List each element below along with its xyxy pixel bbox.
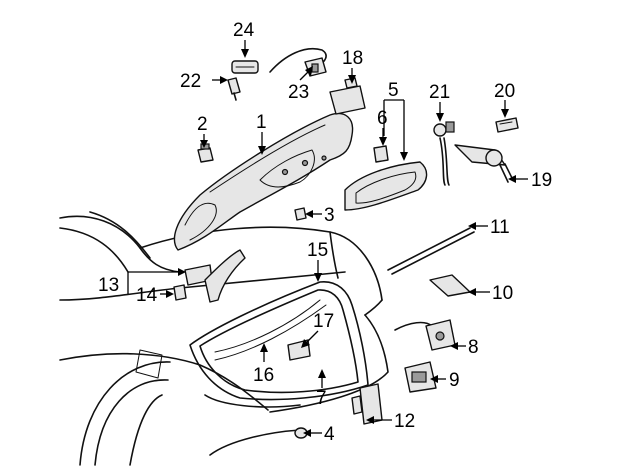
part-release-rod <box>387 227 475 275</box>
callout-10: 10 <box>492 283 513 304</box>
callout-24: 24 <box>233 20 255 41</box>
callout-7: 7 <box>316 388 327 409</box>
callout-labels: 1 2 3 4 5 6 7 8 9 10 11 12 13 14 15 16 1… <box>98 20 552 445</box>
callout-23: 23 <box>288 82 309 103</box>
callout-3: 3 <box>324 205 335 226</box>
callout-20: 20 <box>494 81 515 102</box>
callout-14: 14 <box>136 285 158 306</box>
part-actuator <box>329 77 366 115</box>
callout-22: 22 <box>180 71 201 92</box>
callout-1: 1 <box>256 112 267 133</box>
part-bumper-6 <box>373 145 389 163</box>
part-lock-cylinder <box>227 77 241 101</box>
callout-2: 2 <box>197 114 208 135</box>
callout-4: 4 <box>324 424 335 445</box>
callout-18: 18 <box>342 48 363 69</box>
trunk-weatherstrip <box>189 281 369 401</box>
callout-6: 6 <box>377 108 388 129</box>
callout-11: 11 <box>490 217 510 238</box>
callout-9: 9 <box>449 370 460 391</box>
part-emblem <box>231 60 259 74</box>
callout-5: 5 <box>388 80 399 101</box>
part-bracket <box>351 383 383 425</box>
callout-21: 21 <box>429 82 450 103</box>
callout-17: 17 <box>313 311 334 332</box>
callout-13: 13 <box>98 275 119 296</box>
part-switch-cable <box>269 48 327 77</box>
trunk-lid <box>173 112 354 251</box>
part-garnish-panel <box>344 161 428 211</box>
part-motor <box>404 361 437 393</box>
callout-19: 19 <box>531 170 552 191</box>
part-latch <box>394 319 456 351</box>
part-bumper-stop <box>197 143 214 163</box>
part-clip <box>495 117 519 133</box>
part-lock-assembly <box>454 144 514 183</box>
leader-lines <box>127 40 528 437</box>
part-lock-rod <box>433 121 455 186</box>
callout-8: 8 <box>468 337 479 358</box>
vehicle-body-outline <box>59 211 389 466</box>
callout-15: 15 <box>307 240 328 261</box>
callout-16: 16 <box>253 365 274 386</box>
part-hinge <box>184 249 246 303</box>
part-bumper-3 <box>294 207 307 221</box>
part-striker <box>429 274 471 297</box>
callout-12: 12 <box>394 411 415 432</box>
part-bumper-14 <box>173 284 187 301</box>
